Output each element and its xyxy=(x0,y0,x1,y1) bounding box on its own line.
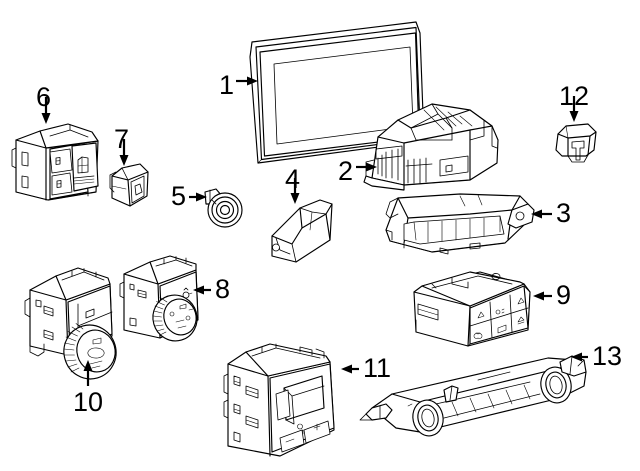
part-5-round-speaker-sensor xyxy=(204,188,243,228)
callout-label-1: 1 xyxy=(219,70,235,100)
part-10-headlamp-dimmer-switch-assembly xyxy=(24,267,117,380)
part-7-hazard-warning-switch xyxy=(109,163,149,207)
callout-label-6: 6 xyxy=(36,82,52,112)
callout-label-13: 13 xyxy=(592,341,623,371)
callout-label-7: 7 xyxy=(114,124,130,154)
callout-label-3: 3 xyxy=(556,198,572,228)
callout-leaders xyxy=(41,76,588,386)
part-13-console-rail-bracket xyxy=(359,355,587,437)
callout-label-10: 10 xyxy=(73,387,104,417)
callout-label-11: 11 xyxy=(363,353,392,383)
callout-label-4: 4 xyxy=(285,164,301,194)
part-6-window-switch-assembly xyxy=(11,123,99,201)
part-1-display-screen xyxy=(249,21,425,164)
part-12-switch-button-cap xyxy=(555,123,597,163)
callout-label-9: 9 xyxy=(556,280,572,310)
part-9-multi-function-switch-panel xyxy=(413,271,531,347)
part-2-cluster-module-housing xyxy=(363,103,499,191)
part-4-trim-bracket xyxy=(271,199,333,263)
part-3-module-mounting-tray xyxy=(385,193,535,255)
part-8-headlamp-switch-assembly xyxy=(119,255,199,342)
callout-label-2: 2 xyxy=(338,156,354,186)
callout-label-12: 12 xyxy=(559,81,590,111)
callout-label-5: 5 xyxy=(171,181,187,211)
part-11-seat-control-switch-module xyxy=(223,343,335,457)
callout-label-8: 8 xyxy=(215,274,231,304)
